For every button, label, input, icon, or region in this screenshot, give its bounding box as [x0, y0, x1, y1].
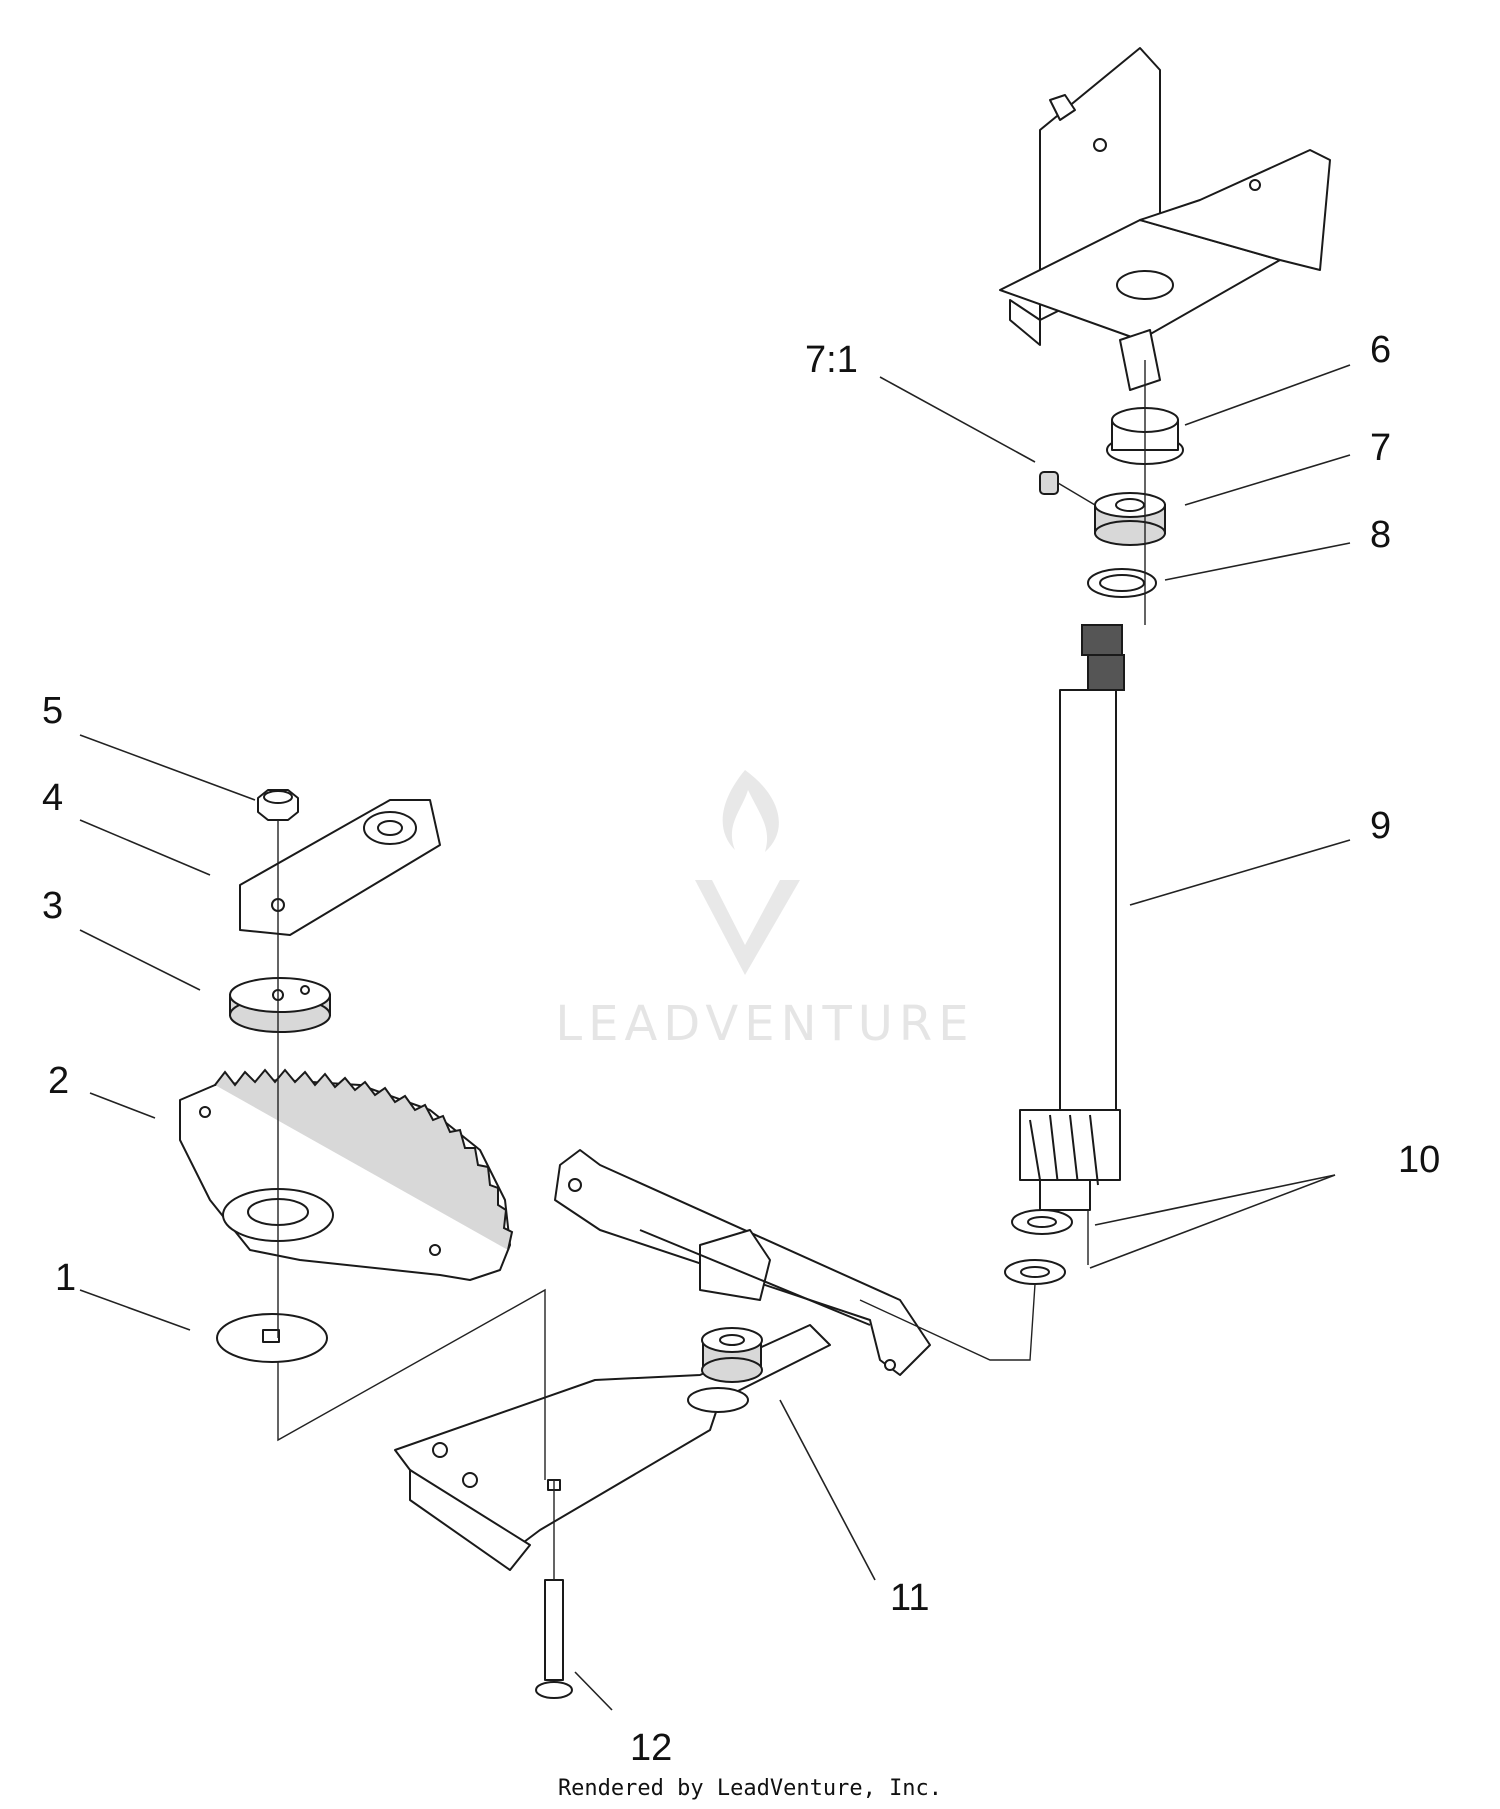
leader-lines — [79, 364, 1351, 1711]
bolt — [535, 1579, 573, 1699]
callout-7-1: 7:1 — [805, 339, 858, 381]
footer-credit: Rendered by LeadVenture, Inc. — [558, 1776, 942, 1801]
callout-7: 7 — [1370, 427, 1391, 469]
callout-2: 2 — [48, 1060, 69, 1102]
callout-6: 6 — [1370, 329, 1391, 371]
nut — [257, 789, 299, 821]
callout-4: 4 — [42, 777, 63, 819]
steering-shaft — [1019, 624, 1125, 1211]
callout-labels: 1 2 3 4 5 6 7 7:1 8 9 10 11 12 — [42, 329, 1440, 1769]
assembly-lines — [277, 360, 1146, 1580]
flame-logo-icon — [695, 770, 800, 975]
spacer — [229, 977, 331, 1033]
retaining-ring — [1087, 568, 1157, 598]
flat-washer — [216, 1313, 328, 1363]
washers — [1004, 1209, 1073, 1285]
steering-support-bracket — [999, 47, 1331, 391]
link-plate — [239, 799, 441, 936]
callout-11: 11 — [890, 1577, 929, 1619]
collar — [1094, 492, 1166, 546]
callout-3: 3 — [42, 885, 63, 927]
callout-9: 9 — [1370, 805, 1391, 847]
callout-12: 12 — [630, 1727, 672, 1769]
callout-10: 10 — [1398, 1139, 1440, 1181]
callout-8: 8 — [1370, 514, 1391, 556]
set-screw — [1039, 471, 1059, 495]
steering-base-bracket — [394, 1149, 931, 1571]
sector-gear — [179, 1068, 514, 1281]
callout-5: 5 — [42, 690, 63, 732]
watermark: LEADVENTURE — [555, 770, 974, 1052]
callout-1: 1 — [55, 1257, 76, 1299]
watermark-text: LEADVENTURE — [555, 996, 974, 1052]
